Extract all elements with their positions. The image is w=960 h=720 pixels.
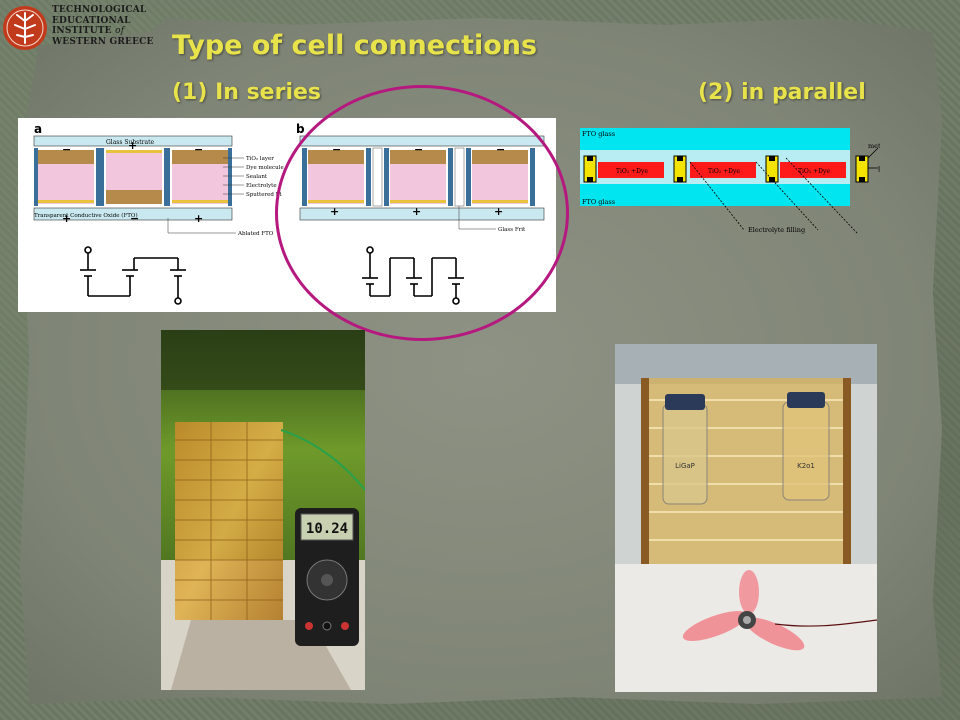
multimeter: 10.24 — [295, 508, 359, 646]
logo-line-1: TECHNOLOGICAL — [52, 5, 147, 15]
subtitle-parallel: (2) in parallel — [698, 80, 866, 105]
svg-text:−: − — [194, 143, 203, 156]
svg-text:−: − — [62, 143, 71, 156]
institute-logo-icon — [3, 6, 47, 50]
svg-text:TiO₂ layer: TiO₂ layer — [246, 156, 274, 162]
svg-text:Dye molecule: Dye molecule — [246, 165, 284, 171]
svg-text:Ablated FTO: Ablated FTO — [237, 231, 274, 237]
cell-a2 — [106, 150, 162, 204]
tco-label: Transparent Conductive Oxide (FTO) — [34, 212, 138, 219]
series-circuit-a — [80, 246, 186, 305]
tio2-dye-strips — [598, 162, 846, 178]
multimeter-reading: 10.24 — [306, 521, 348, 537]
tio2-dye-labels: TiO₂ +Dye TiO₂ +Dye TiO₂ +Dye — [616, 168, 830, 175]
fto-top-label: FTO glass — [582, 130, 615, 138]
metal-fingers-label: metal Fingers — [868, 142, 880, 150]
slide-title: Type of cell connections — [172, 30, 538, 61]
fto-glass-top — [580, 128, 850, 150]
logo-line-2: EDUCATIONAL — [52, 15, 131, 26]
glass-bottom-a — [33, 207, 233, 221]
polymer-label: polymer — [878, 164, 880, 172]
logo-line-3: INSTITUTE — [52, 26, 112, 36]
panel-b-letter: b — [296, 122, 305, 136]
cell-a3 — [172, 150, 228, 204]
metal-finger-seals — [583, 155, 869, 183]
svg-text:TiO₂ +Dye: TiO₂ +Dye — [616, 168, 648, 175]
label-leaders-parallel — [867, 147, 879, 169]
parallel-connection-diagram: FTO glass FTO glass Pt TiO₂ +Dye TiO₂ +D… — [580, 118, 880, 248]
glass-top-a — [33, 135, 233, 147]
svg-text:+: + — [128, 139, 137, 152]
svg-text:TiO₂ +Dye: TiO₂ +Dye — [708, 168, 740, 175]
photo-series-module-outdoor: 10.24 — [161, 330, 365, 690]
panel-a-letter: a — [34, 122, 42, 136]
svg-text:TiO₂ +Dye: TiO₂ +Dye — [798, 168, 830, 175]
sealant-walls-a — [34, 148, 232, 206]
glass-substrate-label: Glass Substrate — [106, 139, 155, 146]
label-leaders-a — [167, 157, 244, 234]
bottle-left-label: LiGaP — [675, 462, 695, 470]
subtitle-series: (1) In series — [172, 80, 322, 105]
electrolyte-pointers — [689, 157, 859, 235]
bottle-left: LiGaP — [662, 394, 708, 505]
photo-parallel-module-fan: LiGaP K2o1 — [615, 344, 877, 692]
fto-glass-bottom — [580, 184, 850, 206]
component-labels-a: TiO₂ layer Dye molecule Sealant Electrol… — [237, 156, 284, 237]
svg-text:Electrolyte: Electrolyte — [246, 183, 277, 189]
bottle-right-label: K2o1 — [797, 462, 815, 470]
svg-text:+: + — [62, 212, 71, 225]
svg-text:−: − — [130, 212, 139, 225]
fto-bottom-label: FTO glass — [582, 198, 615, 206]
bottle-right: K2o1 — [782, 392, 830, 501]
spinning-fan — [682, 570, 805, 651]
institute-name: TECHNOLOGICAL EDUCATIONAL INSTITUTE of W… — [52, 5, 154, 47]
series-module-panel — [175, 422, 283, 620]
cell-a1 — [38, 150, 94, 204]
electrolyte-filling-label: Electrolyte filling — [748, 226, 805, 234]
svg-text:Sealant: Sealant — [246, 174, 268, 180]
highlight-circle — [275, 85, 569, 341]
polarity-marks-a: − + − + − + — [62, 139, 203, 225]
svg-text:+: + — [194, 212, 203, 225]
logo-line-of: of — [115, 26, 125, 36]
logo-line-4: WESTERN GREECE — [52, 36, 154, 47]
svg-text:Sputtered Pt: Sputtered Pt — [246, 192, 282, 198]
